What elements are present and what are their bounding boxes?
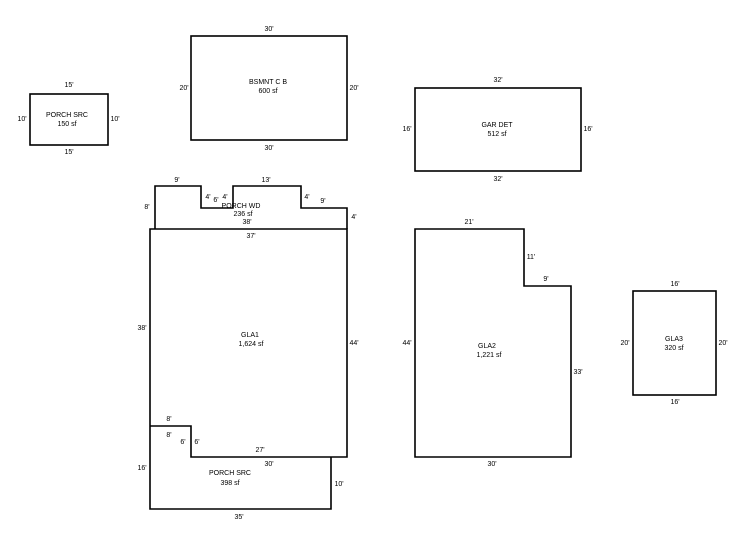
room-area: 236 sf (233, 211, 252, 218)
room-area: 398 sf (220, 480, 239, 487)
dimension-label: 30' (264, 145, 273, 152)
dimension-label: 30' (264, 26, 273, 33)
porch-wd-outline (154, 185, 348, 229)
room-gla1: GLA1 1,624 sf 37' 44' 27' 6' 8' 38' (137, 228, 359, 458)
room-porch-wd: PORCH WD 236 sf 9' 4' 6' 4' 13' 4' 9' 4'… (144, 177, 357, 229)
dimension-label: 32' (493, 77, 502, 84)
dimension-label: 33' (573, 369, 582, 376)
dimension-label: 4' (351, 214, 356, 221)
gla2-outline (414, 228, 572, 458)
dimension-label: 11' (527, 254, 536, 261)
dimension-label: 16' (583, 126, 592, 133)
dimension-label: 15' (64, 149, 73, 156)
dimension-label: 30' (487, 461, 496, 468)
room-name: PORCH SRC (46, 112, 88, 119)
dimension-label: 6' (180, 439, 185, 446)
room-gar-det: GAR DET 512 sf 32' 16' 32' 16' (402, 77, 592, 183)
dimension-label: 4' (222, 194, 227, 201)
room-name: BSMNT C B (249, 79, 287, 86)
dimension-label: 15' (64, 82, 73, 89)
dimension-label: 8' (144, 204, 149, 211)
dimension-label: 4' (304, 194, 309, 201)
room-name: PORCH WD (222, 203, 261, 210)
gar-det-outline (414, 87, 582, 172)
gla1-outline (149, 228, 348, 458)
dimension-label: 20' (179, 85, 188, 92)
dimension-label: 20' (718, 340, 727, 347)
room-gla3: GLA3 320 sf 16' 20' 16' 20' (620, 281, 727, 406)
room-name: PORCH SRC (209, 470, 251, 477)
dimension-label: 44' (402, 340, 411, 347)
room-area: 320 sf (664, 345, 683, 352)
room-area: 1,624 sf (239, 341, 264, 348)
dimension-label: 21' (464, 219, 473, 226)
bsmnt-outline (190, 35, 348, 141)
room-name: GAR DET (481, 122, 513, 129)
dimension-label: 4' (205, 194, 210, 201)
dimension-label: 35' (234, 514, 243, 521)
room-name: GLA2 (478, 343, 496, 350)
dimension-label: 30' (264, 461, 273, 468)
dimension-label: 38' (242, 219, 251, 226)
gla3-outline (632, 290, 717, 396)
dimension-label: 8' (166, 432, 171, 439)
room-porch-src-small: PORCH SRC 150 sf 15' 10' 15' 10' (17, 82, 119, 156)
room-area: 1,221 sf (477, 352, 502, 359)
dimension-label: 6' (213, 197, 218, 204)
room-bsmnt-c-b: BSMNT C B 600 sf 30' 20' 30' 20' (179, 26, 358, 152)
dimension-label: 20' (620, 340, 629, 347)
room-name: GLA1 (241, 332, 259, 339)
room-area: 512 sf (487, 131, 506, 138)
room-name: GLA3 (665, 336, 683, 343)
dimension-label: 20' (349, 85, 358, 92)
room-gla2: GLA2 1,221 sf 21' 11' 9' 33' 30' 44' (402, 219, 582, 468)
dimension-label: 44' (349, 340, 358, 347)
dimension-label: 6' (194, 439, 199, 446)
dimension-label: 16' (670, 399, 679, 406)
dimension-label: 9' (174, 177, 179, 184)
room-porch-src-large: PORCH SRC 398 sf 8' 6' 30' 10' 35' 16' (137, 426, 344, 521)
dimension-label: 27' (255, 447, 264, 454)
dimension-label: 32' (493, 176, 502, 183)
dimension-label: 16' (137, 465, 146, 472)
dimension-label: 13' (261, 177, 270, 184)
dimension-label: 10' (17, 116, 26, 123)
porch-src-large-outline (149, 426, 332, 510)
dimension-label: 10' (334, 481, 343, 488)
porch-src-small-outline (29, 93, 109, 146)
dimension-label: 8' (166, 416, 171, 423)
dimension-label: 37' (246, 233, 255, 240)
room-area: 600 sf (258, 88, 277, 95)
dimension-label: 9' (320, 198, 325, 205)
dimension-label: 16' (402, 126, 411, 133)
dimension-label: 16' (670, 281, 679, 288)
dimension-label: 38' (137, 325, 146, 332)
dimension-label: 10' (110, 116, 119, 123)
dimension-label: 9' (543, 276, 548, 283)
room-area: 150 sf (57, 121, 76, 128)
